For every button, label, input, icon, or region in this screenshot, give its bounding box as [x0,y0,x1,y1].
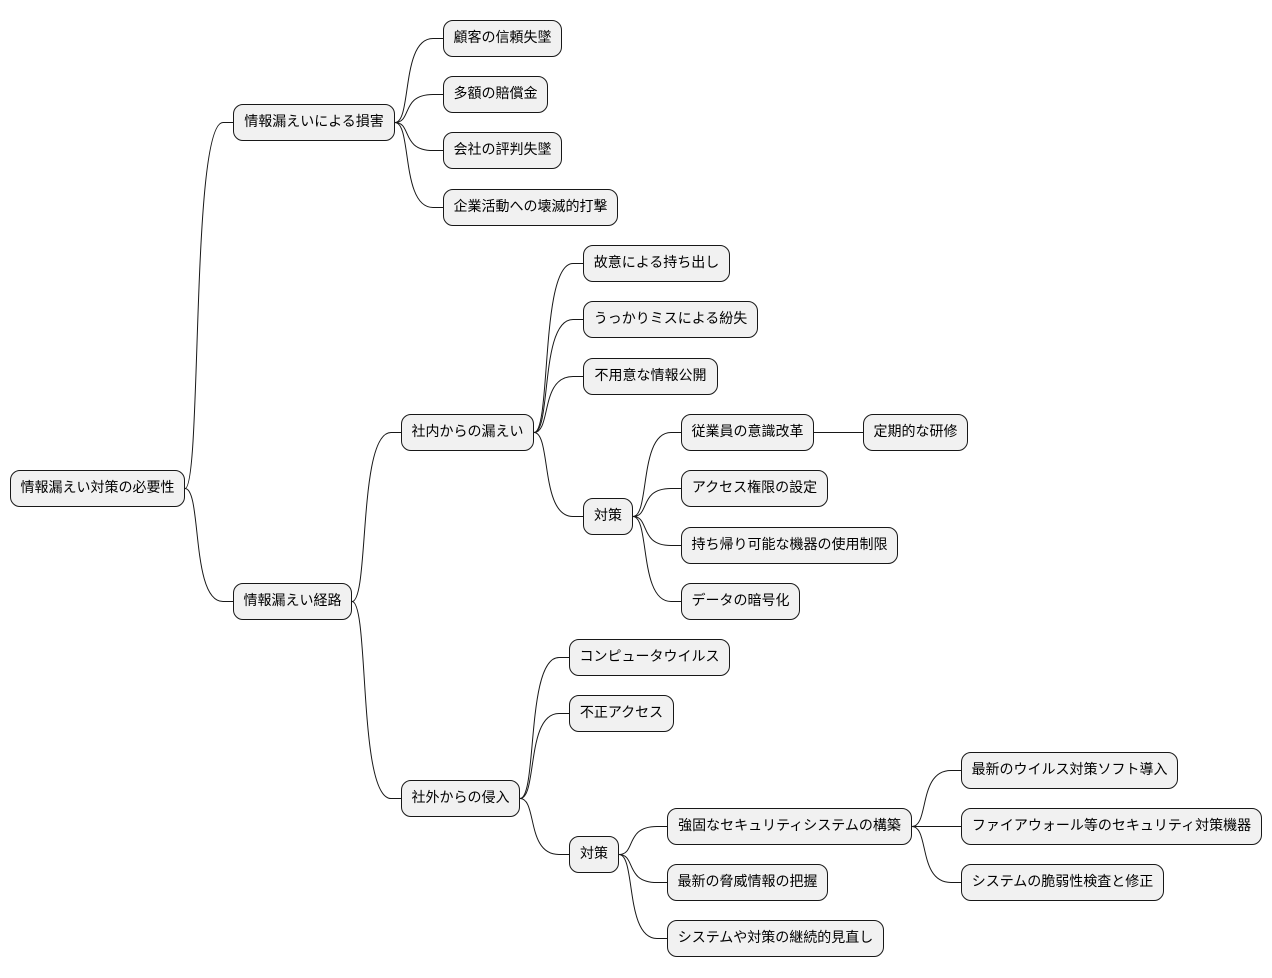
connector-damage-to-compensation [394,94,443,123]
connector-internal-measures-to-employee-awareness [632,432,681,517]
node-external-intrusion: 社外からの侵入 [401,780,520,817]
connector-damage-to-business-blow [394,122,443,208]
node-robust-security: 強固なセキュリティシステムの構築 [667,808,912,845]
connector-damage-to-reputation-loss [394,122,443,151]
node-intentional-takeout: 故意による持ち出し [583,245,730,282]
node-careless-disclosure: 不用意な情報公開 [583,358,718,395]
connector-internal-measures-to-access-rights [632,488,681,517]
connector-internal-leak-to-careless-disclosure [533,376,583,433]
node-firewall: ファイアウォール等のセキュリティ対策機器 [961,808,1262,845]
connector-external-intrusion-to-external-measures [519,798,569,855]
node-continuous-review: システムや対策の継続的見直し [667,920,884,957]
connector-external-measures-to-continuous-review [618,854,667,939]
node-latest-antivirus: 最新のウイルス対策ソフト導入 [961,752,1178,789]
connector-external-measures-to-threat-intel [618,854,667,883]
node-unauthorized-access: 不正アクセス [569,695,674,732]
node-access-rights: アクセス権限の設定 [681,470,828,507]
node-data-encryption: データの暗号化 [681,583,800,620]
connector-internal-leak-to-accidental-loss [533,319,583,433]
connector-robust-security-to-latest-antivirus [911,770,961,827]
node-internal-leak: 社内からの漏えい [401,414,534,451]
connector-robust-security-to-vulnerability-check [911,826,961,883]
connector-internal-measures-to-data-encryption [632,516,681,602]
connector-routes-to-external-intrusion [351,601,401,799]
connector-internal-leak-to-intentional-takeout [533,263,583,433]
connector-routes-to-internal-leak [351,432,401,602]
node-computer-virus: コンピュータウイルス [569,639,730,676]
node-routes: 情報漏えい経路 [233,583,352,620]
connector-external-intrusion-to-unauthorized-access [519,713,569,799]
node-accidental-loss: うっかりミスによる紛失 [583,301,758,338]
node-trust-loss: 顧客の信頼失墜 [443,20,562,57]
node-threat-intel: 最新の脅威情報の把握 [667,864,828,901]
connector-internal-measures-to-device-restriction [632,516,681,546]
connector-external-measures-to-robust-security [618,826,667,855]
node-employee-awareness: 従業員の意識改革 [681,414,814,451]
node-vulnerability-check: システムの脆弱性検査と修正 [961,864,1164,901]
connector-root-to-routes [184,488,233,602]
node-compensation: 多額の賠償金 [443,76,548,113]
node-root: 情報漏えい対策の必要性 [10,470,185,507]
node-device-restriction: 持ち帰り可能な機器の使用制限 [681,527,898,564]
connector-root-to-damage [184,122,233,489]
node-internal-measures: 対策 [583,498,633,535]
node-damage: 情報漏えいによる損害 [233,104,395,141]
connector-internal-leak-to-internal-measures [533,432,583,517]
node-business-blow: 企業活動への壊滅的打撃 [443,189,618,226]
node-reputation-loss: 会社の評判失墜 [443,132,562,169]
connector-external-intrusion-to-computer-virus [519,657,569,799]
node-external-measures: 対策 [569,836,619,873]
connector-damage-to-trust-loss [394,38,443,123]
node-regular-training: 定期的な研修 [863,414,968,451]
